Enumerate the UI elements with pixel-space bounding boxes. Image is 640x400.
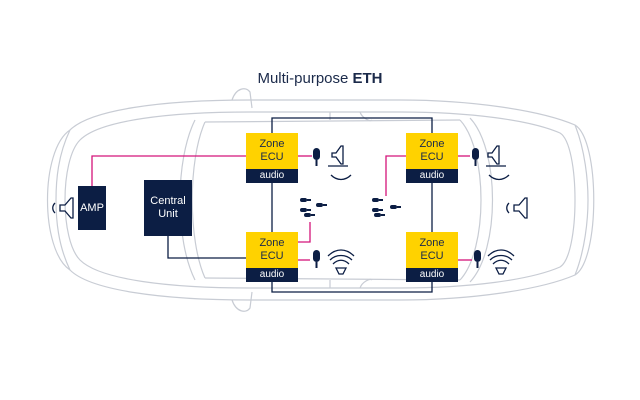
zone-sub: audio	[246, 268, 298, 282]
microphone-icon	[313, 148, 320, 166]
diagram-title: Multi-purpose ETH	[0, 70, 640, 87]
amp-box: AMP	[78, 186, 106, 230]
zone-sub: audio	[406, 268, 458, 282]
microphone-icon	[472, 148, 479, 166]
amp-label: AMP	[80, 202, 104, 214]
central-unit-line2: Unit	[158, 208, 178, 220]
zone-line2: ECU	[260, 151, 284, 163]
central-unit-line1: Central	[150, 195, 186, 207]
zone-line1: Zone	[259, 138, 285, 150]
central-unit-box: Central Unit	[144, 180, 192, 236]
zone-line2: ECU	[260, 250, 284, 262]
speaker-icon	[486, 145, 506, 167]
car-outline	[46, 88, 595, 312]
speaker-icon	[506, 197, 528, 219]
zone-line1: Zone	[419, 138, 445, 150]
zone-line2: ECU	[420, 151, 444, 163]
microphone-array-icon	[300, 198, 327, 217]
zone-line1: Zone	[259, 237, 285, 249]
speaker-icon	[52, 197, 74, 219]
title-prefix: Multi-purpose	[257, 70, 353, 87]
zone-line2: ECU	[420, 250, 444, 262]
microphone-icon	[313, 250, 320, 268]
microphone-icon	[474, 250, 481, 268]
speaker-icon	[328, 145, 348, 167]
zone-line1: Zone	[419, 237, 445, 249]
audio-lines	[91, 155, 472, 261]
sound-wave-icon	[487, 174, 515, 275]
title-bold: ETH	[352, 70, 383, 87]
microphone-array-icon	[372, 198, 401, 217]
zone-sub: audio	[246, 169, 298, 183]
zone-sub: audio	[406, 169, 458, 183]
sound-wave-icon	[327, 174, 355, 275]
eth-network-lines	[167, 117, 433, 293]
